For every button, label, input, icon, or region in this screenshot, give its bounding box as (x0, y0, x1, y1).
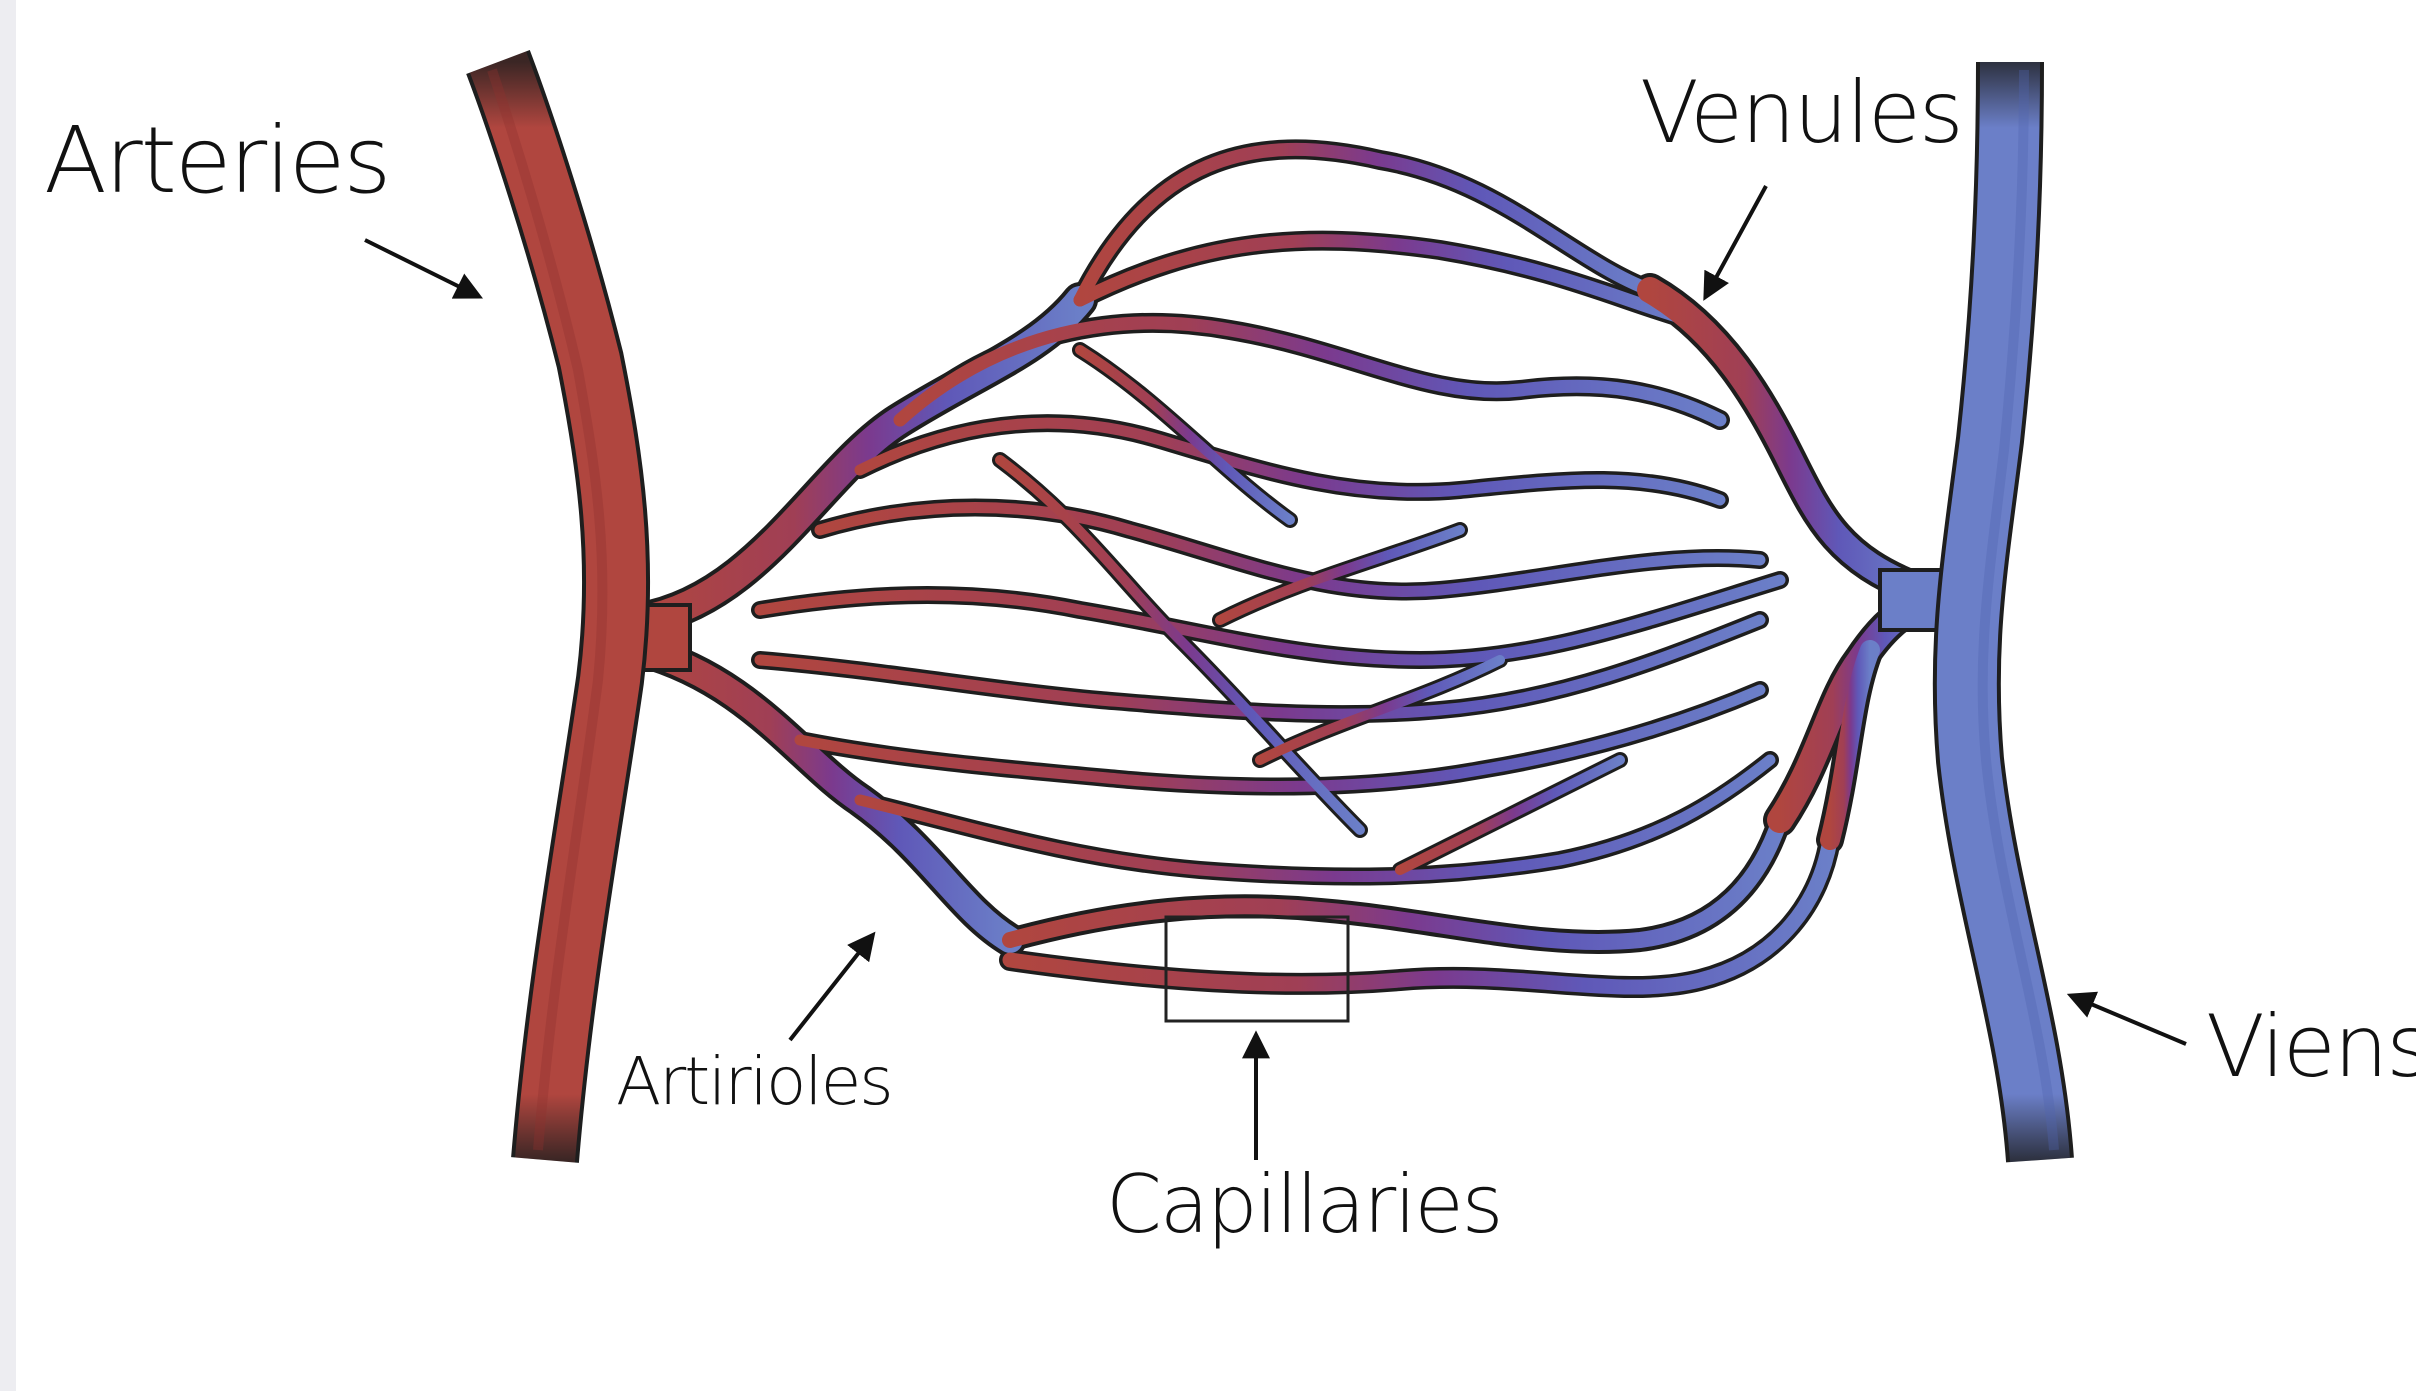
arteries-arrow (364, 238, 484, 299)
vein-vessel (1936, 61, 2070, 1163)
vein-shading (1977, 69, 2059, 1151)
label-capillaries: Capillaries (1106, 1158, 1501, 1251)
left-edge-strip (0, 0, 16, 1391)
label-venules: Venules (1640, 63, 1962, 163)
capillary-network (626, 143, 1943, 995)
venules-arrow (1703, 185, 1768, 301)
artery-shading (487, 68, 608, 1151)
artirioles-arrow (788, 931, 876, 1042)
viens-arrow (2066, 991, 2187, 1046)
artery-vessel (469, 51, 647, 1163)
label-viens: Viens (2206, 997, 2416, 1097)
capillary-highlight-box (1164, 915, 1350, 1023)
label-arteries: Arteries (44, 107, 389, 214)
capillary-network-outline (622, 139, 1947, 999)
label-artirioles: Artirioles (616, 1043, 892, 1120)
